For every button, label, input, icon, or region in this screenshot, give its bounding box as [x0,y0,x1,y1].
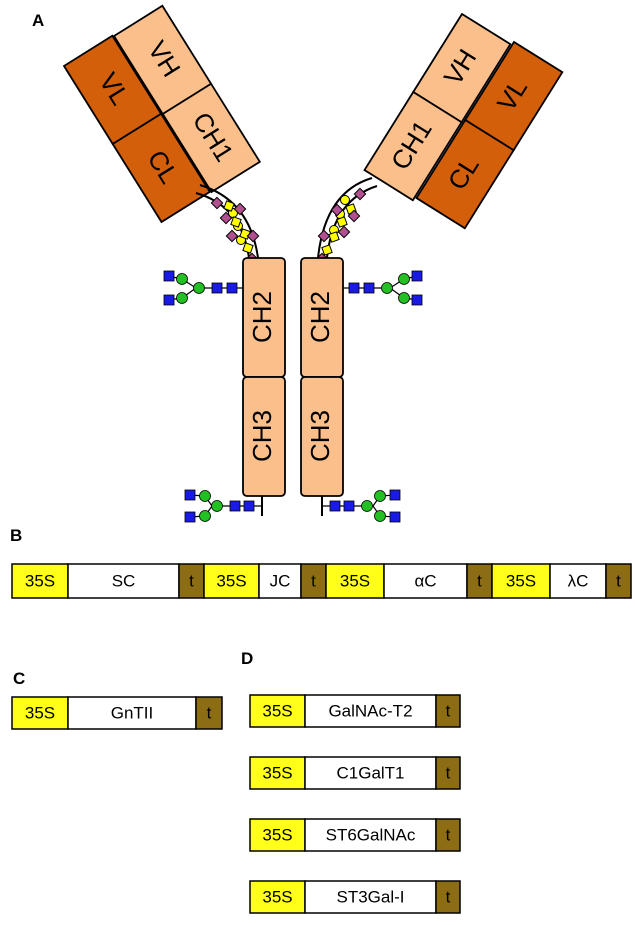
construct-d-4: 35S ST3Gal-I t [249,880,461,914]
segment-terminator [435,818,461,852]
segment-label: GalNAc-T2 [328,701,412,720]
segment-coding [383,563,468,599]
right-heavy-fab: VH CH1 [363,12,512,202]
segment-label: αC [414,571,436,590]
segment-coding [304,880,437,914]
right-light-chain: VL CL [415,40,564,230]
n-glycan-tail-left [184,489,263,523]
segment-label: t [446,701,451,720]
segment-terminator [300,563,327,599]
segment-label: ST3Gal-I [336,887,404,906]
left-heavy-fab: VH CH1 [112,4,262,194]
segment-terminator [435,880,461,914]
segment-terminator [195,696,223,730]
segment-label: 35S [340,571,370,590]
segment-label: C1GalT1 [336,763,404,782]
segment-coding [549,563,607,599]
segment-terminator [178,563,205,599]
left-ch1-domain [161,82,262,194]
segment-coding [67,563,180,599]
segment-label: t [207,703,212,722]
segment-promoter [249,818,306,852]
segment-label: λC [568,571,589,590]
left-light-chain: VL CL [62,34,212,224]
segment-terminator [435,756,461,790]
segment-promoter [249,756,306,790]
n-glycan-tail-right [321,489,401,523]
segment-label: t [446,887,451,906]
construct-c: 35S GnTII t [11,696,223,730]
segment-label: 35S [216,571,246,590]
left-cl-domain [111,112,212,224]
segment-label: SC [112,571,136,590]
segment-label: 35S [25,703,55,722]
construct-d-3: 35S ST6GalNAc t [249,818,461,852]
segment-promoter [11,563,69,599]
segment-label: ST6GalNAc [326,825,416,844]
segment-terminator [605,563,632,599]
segment-label: t [189,571,194,590]
segment-label: t [311,571,316,590]
n-glycan-ch2-right [343,270,423,306]
right-ch3-label: CH3 [305,410,335,462]
construct-d-2: 35S C1GalT1 t [249,756,461,790]
panel-label-a: A [32,11,44,30]
segment-label: 35S [506,571,536,590]
panel-label-b: B [10,526,22,545]
segment-label: t [477,571,482,590]
segment-label: 35S [262,763,292,782]
segment-label: t [446,825,451,844]
hinge-right [315,177,378,266]
segment-label: 35S [262,887,292,906]
panel-label-c: C [13,669,25,688]
left-ch3-domain [242,376,286,497]
segment-coding [304,818,437,852]
segment-label: GnTII [111,703,154,722]
segment-label: 35S [262,701,292,720]
left-ch2-label: CH2 [247,291,277,343]
hinge-left [195,184,260,266]
segment-label: t [616,571,621,590]
segment-label: 35S [262,825,292,844]
construct-d-1: 35S GalNAc-T2 t [249,694,461,728]
segment-label: 35S [25,571,55,590]
segment-promoter [11,696,69,730]
segment-promoter [491,563,551,599]
construct-b: 35S SC t 35S JC t 35S αC t 35S λC t [11,563,632,599]
left-ch3-label: CH3 [247,410,277,462]
segment-coding [67,696,197,730]
panel-label-d: D [241,649,253,668]
right-ch2-label: CH2 [305,291,335,343]
segment-label: t [446,763,451,782]
right-cl-domain [415,118,515,230]
segment-label: JC [270,571,291,590]
right-ch1-domain [363,90,463,202]
segment-terminator [435,694,461,728]
n-glycan-ch2-left [163,270,243,306]
